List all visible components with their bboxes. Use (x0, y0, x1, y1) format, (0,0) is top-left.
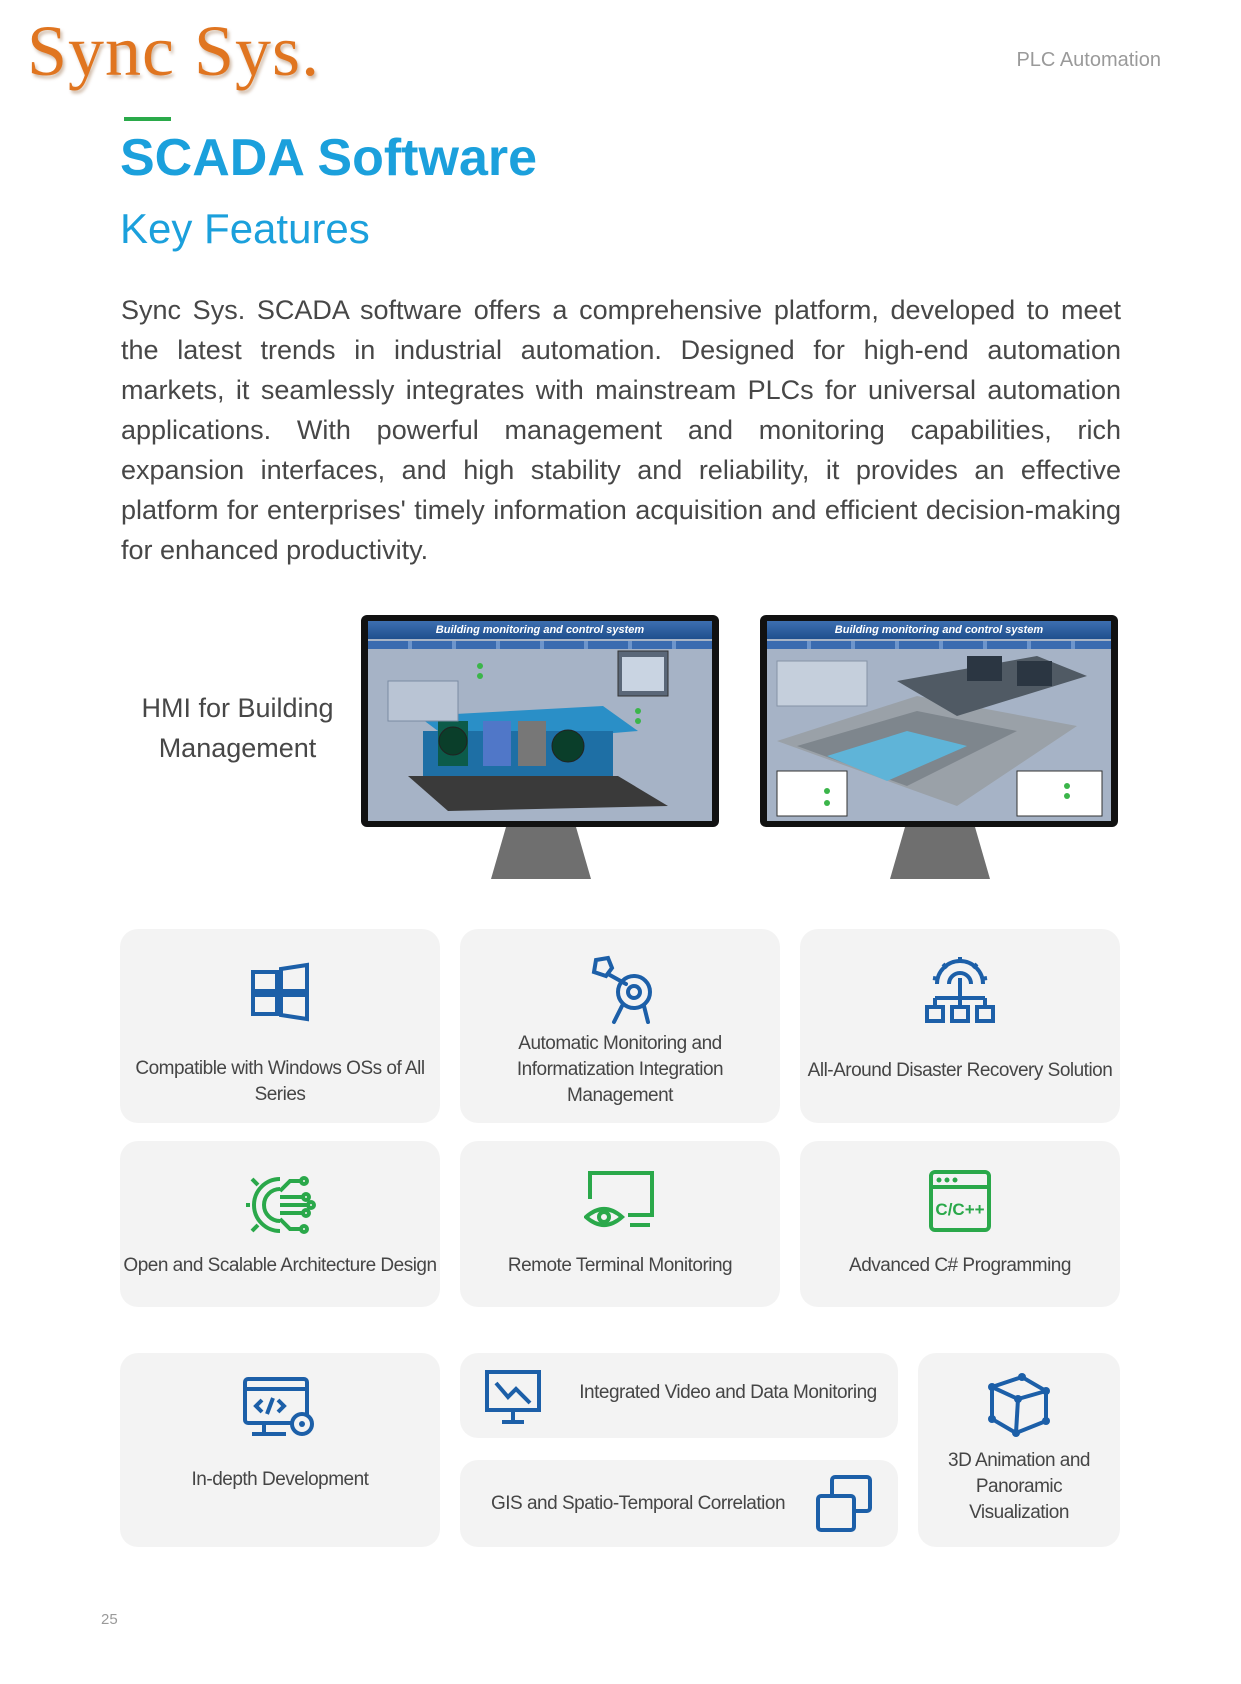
air-handling-unit-illustration (387, 650, 669, 811)
hmi-screen: Building monitoring and control system (767, 621, 1111, 821)
wrench-gear-icon (591, 955, 652, 1024)
page-title: SCADA Software (120, 129, 538, 187)
section-subtitle: Key Features (120, 205, 370, 252)
gear-network-icon (925, 957, 995, 1023)
feature-card-windows: Compatible with Windows OSs of All Serie… (120, 929, 440, 1123)
code-monitor-gear-icon (243, 1377, 314, 1436)
circuit-gear-icon (246, 1176, 316, 1234)
feature-card-monitoring: Automatic Monitoring and Informatization… (460, 929, 780, 1123)
feature-label: All-Around Disaster Recovery Solution (807, 1060, 1113, 1081)
feature-card-csharp: C/C++ Advanced C# Programming (800, 1141, 1120, 1307)
monitor-bezel: Building monitoring and control system (760, 615, 1118, 827)
hmi-screen-title: Building monitoring and control system (767, 621, 1111, 639)
feature-card-development: In-depth Development (120, 1353, 440, 1547)
feature-card-disaster-recovery: All-Around Disaster Recovery Solution (800, 929, 1120, 1123)
feature-label: Open and Scalable Architecture Design (123, 1255, 437, 1276)
intro-paragraph: Sync Sys. SCADA software offers a compre… (121, 295, 1121, 565)
hmi-label: HMI for Building Management (141, 693, 334, 763)
feature-label: Compatible with Windows OSs of All Serie… (135, 1058, 425, 1105)
title-accent-bar (124, 117, 171, 121)
windows-icon (251, 962, 309, 1022)
monitor-stand (890, 827, 990, 879)
facility-floor-illustration (776, 656, 1103, 817)
hmi-monitor-ahu: Building monitoring and control system (361, 615, 719, 879)
feature-label: GIS and Spatio-Temporal Correlation (490, 1493, 786, 1514)
chart-screen-icon (485, 1370, 541, 1424)
company-logo: Sync Sys. (27, 11, 321, 91)
monitor-eye-icon (584, 1171, 654, 1227)
feature-label: Integrated Video and Data Monitoring (579, 1382, 877, 1403)
hmi-screen-tabs (767, 641, 1111, 649)
section-label: PLC Automation (1016, 49, 1161, 71)
hmi-screen-title: Building monitoring and control system (368, 621, 712, 639)
feature-label: 3D Animation and Panoramic Visualization (948, 1450, 1091, 1523)
cube-3d-icon (988, 1373, 1050, 1437)
monitor-stand (491, 827, 591, 879)
monitor-bezel: Building monitoring and control system (361, 615, 719, 827)
feature-label: Automatic Monitoring and Informatization… (516, 1033, 724, 1106)
feature-label: Advanced C# Programming (849, 1255, 1071, 1276)
svg-text:C/C++: C/C++ (935, 1200, 984, 1219)
overlap-squares-icon (816, 1475, 872, 1532)
hmi-screen: Building monitoring and control system (368, 621, 712, 821)
code-window-icon: C/C++ (929, 1170, 991, 1232)
feature-card-3d-visualization: 3D Animation and Panoramic Visualization (918, 1353, 1120, 1547)
feature-card-video-monitoring: Integrated Video and Data Monitoring (460, 1353, 898, 1438)
feature-card-remote-terminal: Remote Terminal Monitoring (460, 1141, 780, 1307)
feature-label: In-depth Development (191, 1469, 369, 1490)
hmi-monitor-facility: Building monitoring and control system (760, 615, 1118, 879)
feature-card-architecture: Open and Scalable Architecture Design (120, 1141, 440, 1307)
page-number: 25 (101, 1611, 118, 1628)
feature-label: Remote Terminal Monitoring (507, 1255, 733, 1276)
feature-card-gis: GIS and Spatio-Temporal Correlation (460, 1460, 898, 1547)
hmi-screen-tabs (368, 641, 712, 649)
